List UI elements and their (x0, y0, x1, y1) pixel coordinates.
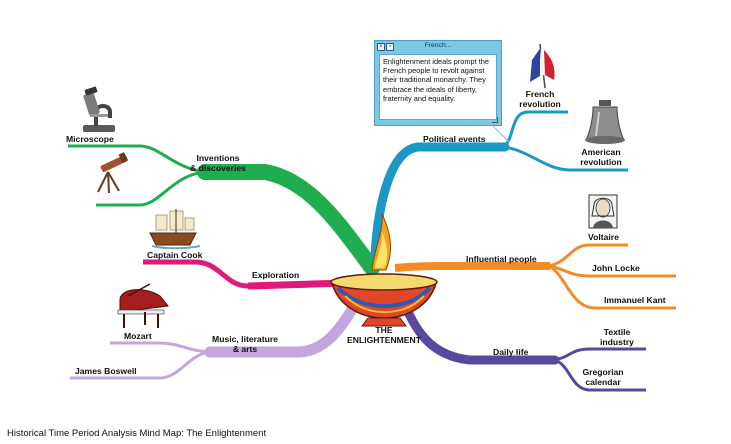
mozart-label: Mozart (124, 331, 152, 341)
gregorian-label-line2: calendar (585, 377, 621, 387)
textile-label-line1: Textile (604, 327, 631, 337)
branch-political[interactable] (370, 110, 628, 260)
flag-icon[interactable] (530, 43, 555, 89)
note-connector (492, 125, 510, 143)
inventions-label-line2: & discoveries (190, 163, 246, 173)
microscope-icon[interactable] (83, 86, 115, 132)
center-title-line1: THE (375, 325, 392, 335)
branch-inventions[interactable] (68, 144, 380, 276)
influential-label: Influential people (466, 254, 537, 264)
james-boswell-label: James Boswell (75, 366, 137, 376)
french-rev-label-line1: French (526, 89, 555, 99)
music-label-line2: & arts (233, 344, 258, 354)
close-icon[interactable]: × (377, 43, 385, 51)
microscope-label: Microscope (66, 134, 114, 144)
center-title-line2: ENLIGHTENMENT (347, 335, 422, 345)
music-label-line1: Music, literature (212, 334, 278, 344)
caption: Historical Time Period Analysis Mind Map… (7, 428, 267, 439)
resize-grip-icon[interactable] (492, 117, 498, 123)
gregorian-label-line1: Gregorian (582, 367, 623, 377)
american-rev-label-line1: American (581, 147, 620, 157)
voltaire-label: Voltaire (588, 232, 619, 242)
textile-label-line2: industry (600, 337, 634, 347)
note-text[interactable]: Enlightenment ideals prompt the French p… (379, 54, 497, 120)
immanuel-kant-label: Immanuel Kant (604, 295, 666, 305)
restore-icon[interactable]: ▫ (386, 43, 394, 51)
note-popup[interactable]: × ▫ French... Enlightenment ideals promp… (374, 40, 502, 126)
ship-icon[interactable] (149, 209, 201, 250)
oil-lamp-icon[interactable] (330, 213, 438, 327)
captain-cook-label: Captain Cook (147, 250, 203, 260)
political-label: Political events (423, 134, 486, 144)
liberty-bell-icon[interactable] (585, 100, 625, 144)
branch-exploration[interactable] (143, 259, 346, 290)
french-rev-label-line2: revolution (519, 99, 561, 109)
daily-life-label: Daily life (493, 347, 529, 357)
telescope-icon[interactable] (97, 152, 128, 194)
john-locke-label: John Locke (592, 263, 640, 273)
voltaire-portrait-icon[interactable] (588, 194, 618, 229)
american-rev-label-line2: revolution (580, 157, 622, 167)
branch-influential[interactable] (394, 243, 676, 310)
piano-icon[interactable] (117, 283, 169, 328)
note-titlebar[interactable]: × ▫ French... (375, 41, 501, 52)
inventions-label-line1: Inventions (197, 153, 240, 163)
note-title: French... (424, 42, 452, 49)
exploration-label: Exploration (252, 270, 299, 280)
